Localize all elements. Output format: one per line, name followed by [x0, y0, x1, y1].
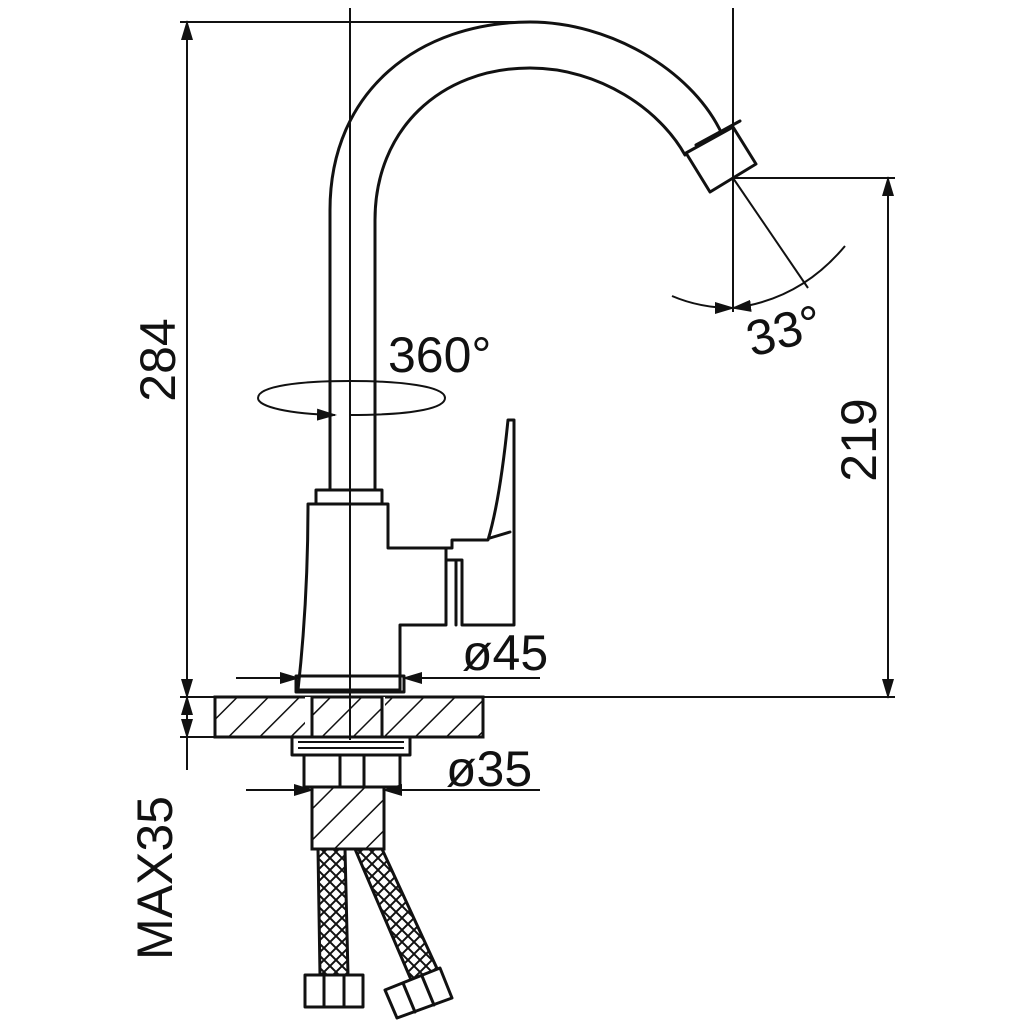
rotation-indicator: 360°: [256, 327, 491, 421]
spout-angle-indicator: 33°: [671, 245, 846, 368]
max-thickness-label: MAX35: [127, 796, 183, 960]
extension-lines: [180, 8, 895, 740]
mount-assembly: [290, 735, 412, 851]
dimension-total-height: 284: [130, 19, 193, 699]
dimension-spout-height: 219: [831, 176, 894, 699]
base-diameter-label: ø45: [462, 625, 548, 681]
dimension-base-diameter: ø45: [236, 625, 548, 684]
dimension-max-thickness: MAX35: [127, 695, 193, 960]
dimension-mount-diameter: ø35: [246, 741, 540, 797]
faucet-body: [294, 488, 448, 694]
total-height-label: 284: [130, 318, 186, 401]
spout: [328, 20, 758, 492]
mount-diameter-label: ø35: [446, 741, 532, 797]
rotation-label: 360°: [388, 327, 491, 383]
supply-hoses: [303, 847, 454, 1020]
lever-handle: [444, 418, 516, 627]
spout-height-label: 219: [831, 398, 887, 481]
countertop-section: [180, 695, 895, 739]
